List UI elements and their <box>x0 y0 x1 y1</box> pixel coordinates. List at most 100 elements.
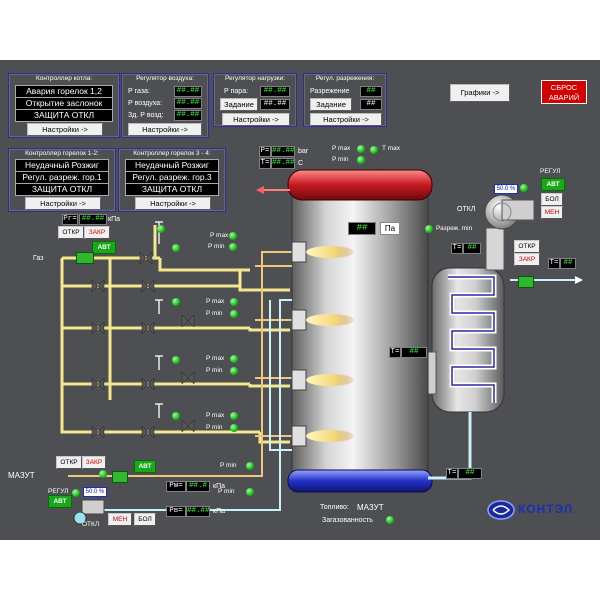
burners <box>291 241 354 447</box>
air-pmin-led <box>246 488 254 496</box>
vacuum-setpoint-button[interactable]: Задание <box>310 98 352 111</box>
mazut-auto-mode[interactable]: АВТ <box>134 460 156 473</box>
burner4-pmax-led <box>230 412 238 420</box>
burners-34-settings-button[interactable]: Настройки -> <box>135 197 211 210</box>
air-pressure-value: ##.## <box>174 98 202 109</box>
mazut-pressure-unit: кПа <box>213 483 225 490</box>
exhaust-duct <box>485 227 505 271</box>
panel-title: Контроллер горелок 3 - 4: <box>133 150 211 157</box>
mazut-pressure-readout: ##.# <box>186 481 210 492</box>
fuel-value: МАЗУТ <box>357 503 384 512</box>
fan-auto-mode[interactable]: АВТ <box>541 178 565 191</box>
steam-tmax-label: T max <box>382 145 400 152</box>
steam-pressure-prefix: P= <box>259 146 271 157</box>
fan-off-label: ОТКЛ <box>457 206 476 213</box>
economizer-coil-core <box>448 276 495 403</box>
vacuum-value: ## <box>360 86 382 97</box>
burner3-pmin-label: P min <box>206 367 223 374</box>
gas-shutoff-valve[interactable] <box>76 252 94 264</box>
mazut-more-button[interactable]: БОЛ <box>134 513 156 526</box>
burner2-pmax-led <box>230 298 238 306</box>
mazut-reg-auto-mode[interactable]: АВТ <box>48 495 72 508</box>
mazut-pipes <box>68 251 292 477</box>
steam-pmax-led <box>357 145 365 153</box>
fuel-label: Топливо: <box>320 504 349 511</box>
mazut-reg-percent: 50.0 % <box>83 487 107 497</box>
steam-pmax-label: P max <box>332 145 351 152</box>
vacuum-settings-button[interactable]: Настройки -> <box>310 113 382 126</box>
gas-branch-led <box>172 412 180 420</box>
panel-title: Регулятор нагрузки: <box>224 75 286 82</box>
econ-in-temp-prefix: T= <box>451 243 463 254</box>
steam-pressure-unit: bar <box>298 148 309 155</box>
fan-led <box>520 184 528 192</box>
fan-more-button[interactable]: БОЛ <box>541 193 563 206</box>
gas-open-button[interactable]: ОТКР <box>58 226 84 239</box>
gas-common-pmax-led <box>157 225 165 233</box>
econ-open-button[interactable]: ОТКР <box>514 240 540 253</box>
mazut-reg-led <box>72 489 80 497</box>
load-setpoint-value[interactable]: ##.## <box>260 99 290 110</box>
air-pmin-label: P min <box>218 488 235 495</box>
valves <box>91 251 195 439</box>
gas-branch-led <box>172 356 180 364</box>
air-settings-button[interactable]: Настройки -> <box>128 123 202 136</box>
vacuum-regulator-panel: Регул. разрежения: Разрежение ## Задание… <box>303 73 387 127</box>
mazut-pmin-led <box>246 462 254 470</box>
load-setpoint-button[interactable]: Задание <box>220 98 258 111</box>
mazut-less-button[interactable]: МЕН <box>108 513 132 526</box>
drum-temp-readout: ## <box>401 347 427 358</box>
burners-12-settings-button[interactable]: Настройки -> <box>25 197 101 210</box>
econ-right-temp-prefix: T= <box>548 258 560 269</box>
steam-temp-unit: C <box>298 160 304 167</box>
burner1-pmin-label: P min <box>208 243 225 250</box>
panel-title: Контроллер котла: <box>35 75 93 82</box>
steam-pmin-led <box>357 156 365 164</box>
mazut-close-button[interactable]: ЗАКР <box>82 456 106 469</box>
steam-temp-readout: ##.## <box>271 158 295 169</box>
panel-title: Регулятор воздуха: <box>136 75 194 82</box>
gas-pressure-prefix: Рг= <box>62 214 78 225</box>
mazut-shutoff-valve[interactable] <box>112 471 128 483</box>
gas-contamination-label: Загазованность <box>322 517 373 524</box>
econ-valve[interactable] <box>518 276 534 288</box>
burner3-pmax-led <box>230 355 238 363</box>
steam-pmin-label: P min <box>332 156 349 163</box>
vacuum-label: Разрежение <box>310 88 350 95</box>
status-line: ЗАЩИТА ОТКЛ <box>15 109 113 122</box>
burner4-pmax-label: P max <box>206 412 225 419</box>
air-setpoint-value: ##.## <box>174 110 202 121</box>
fan-percent: 50.0 % <box>494 184 518 194</box>
burner4-pmin-led <box>230 424 238 432</box>
brand-logo-icon <box>487 500 515 520</box>
econ-close-button[interactable]: ЗАКР <box>514 253 540 266</box>
burner2-pmax-label: P max <box>206 298 225 305</box>
mazut-label: МАЗУТ <box>8 471 35 480</box>
graphs-button[interactable]: Графики -> <box>450 84 510 102</box>
gas-auto-mode[interactable]: АВТ <box>92 241 116 254</box>
steam-header <box>287 169 433 201</box>
burner2-pmin-led <box>230 310 238 318</box>
air-setpoint-label: Зд. Р возд: <box>128 112 164 119</box>
gas-branch-led <box>172 298 180 306</box>
econ-right-temp-readout: ## <box>560 258 576 269</box>
fan-less-button[interactable]: МЕН <box>541 206 563 219</box>
load-settings-button[interactable]: Настройки -> <box>222 113 290 126</box>
reset-alarms-button[interactable]: СБРОС АВАРИЙ <box>541 80 587 104</box>
drum-vacuum-min-label: Разреж. min <box>436 225 473 232</box>
mazut-off-label: ОТКЛ <box>82 521 100 528</box>
burners-12-controller-panel: Контроллер горелок 1-2: Неудачный Розжиг… <box>8 148 116 212</box>
gas-pressure-value: ##.## <box>174 86 202 97</box>
mazut-open-button[interactable]: ОТКР <box>56 456 82 469</box>
steam-temp-prefix: T= <box>259 158 271 169</box>
vacuum-setpoint-value[interactable]: ## <box>360 99 382 110</box>
boiler-settings-button[interactable]: Настройки -> <box>27 123 103 136</box>
gas-close-button[interactable]: ЗАКР <box>84 226 110 239</box>
reset-alarms-line1: СБРОС <box>550 83 578 92</box>
burner1-pmin-led <box>229 243 237 251</box>
burner1-pmax-led <box>229 232 237 240</box>
drum-vacuum-min-led <box>425 225 433 233</box>
burner4-pmin-label: P min <box>206 424 223 431</box>
reset-alarms-line2: АВАРИЙ <box>548 93 580 102</box>
gas-label: Газ <box>33 255 44 262</box>
